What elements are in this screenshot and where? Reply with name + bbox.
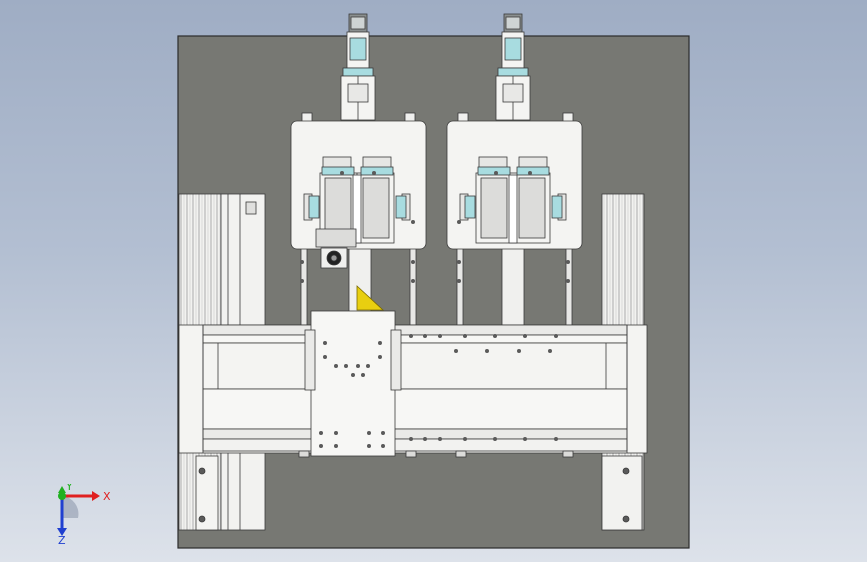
bolt-hole	[438, 334, 442, 338]
bolt-hole	[361, 373, 365, 377]
bolt-hole	[381, 431, 385, 435]
rod-feet	[298, 450, 574, 458]
bolt-hole	[548, 349, 552, 353]
z-axis-label: Z	[58, 534, 66, 546]
bolt-hole	[334, 431, 338, 435]
bolt-hole	[411, 260, 415, 264]
bolt-hole	[423, 437, 427, 441]
bolt-hole	[438, 437, 442, 441]
bolt-hole	[523, 437, 527, 441]
carriage-block	[304, 310, 402, 457]
bolt-hole	[323, 341, 327, 345]
bolt-hole	[494, 171, 498, 175]
bolt-hole	[554, 334, 558, 338]
bolt-hole	[378, 341, 382, 345]
bolt-hole	[423, 334, 427, 338]
bolt-hole	[366, 364, 370, 368]
bolt-hole	[523, 334, 527, 338]
bolt-hole	[381, 444, 385, 448]
bolt-hole	[411, 220, 415, 224]
bolt-hole	[485, 349, 489, 353]
bolt-hole	[351, 373, 355, 377]
bolt-hole	[340, 171, 344, 175]
bolt-hole	[493, 437, 497, 441]
cylinder-right	[495, 13, 531, 121]
bolt-hole	[409, 437, 413, 441]
coordinate-axes-icon: X Y Z	[57, 484, 111, 546]
bolt-hole	[367, 444, 371, 448]
bolt-hole	[300, 279, 304, 283]
bolt-hole	[334, 444, 338, 448]
bolt-hole	[367, 431, 371, 435]
bolt-hole	[463, 334, 467, 338]
bolt-holes	[300, 171, 570, 448]
bolt-hole	[454, 349, 458, 353]
bolt-hole	[493, 334, 497, 338]
bolt-hole	[517, 349, 521, 353]
cylinder-left	[340, 13, 376, 121]
bolt-hole	[372, 171, 376, 175]
bolt-hole	[323, 355, 327, 359]
bolt-hole	[457, 260, 461, 264]
bolt-hole	[409, 334, 413, 338]
bolt-hole	[566, 279, 570, 283]
bolt-hole	[300, 260, 304, 264]
bolt-hole	[554, 437, 558, 441]
bolt-hole	[457, 220, 461, 224]
x-axis-label: X	[103, 490, 111, 503]
bolt-hole	[566, 260, 570, 264]
y-axis-label: Y	[65, 484, 73, 493]
bolt-hole	[411, 279, 415, 283]
horizontal-linear-axis	[178, 324, 648, 454]
bolt-hole	[319, 444, 323, 448]
bolt-hole	[344, 364, 348, 368]
bolt-hole	[463, 437, 467, 441]
bolt-hole	[528, 171, 532, 175]
bolt-hole	[457, 279, 461, 283]
bolt-hole	[319, 431, 323, 435]
bolt-hole	[334, 364, 338, 368]
bolt-hole	[378, 355, 382, 359]
gripper-module-left	[290, 112, 427, 457]
bolt-hole	[356, 364, 360, 368]
